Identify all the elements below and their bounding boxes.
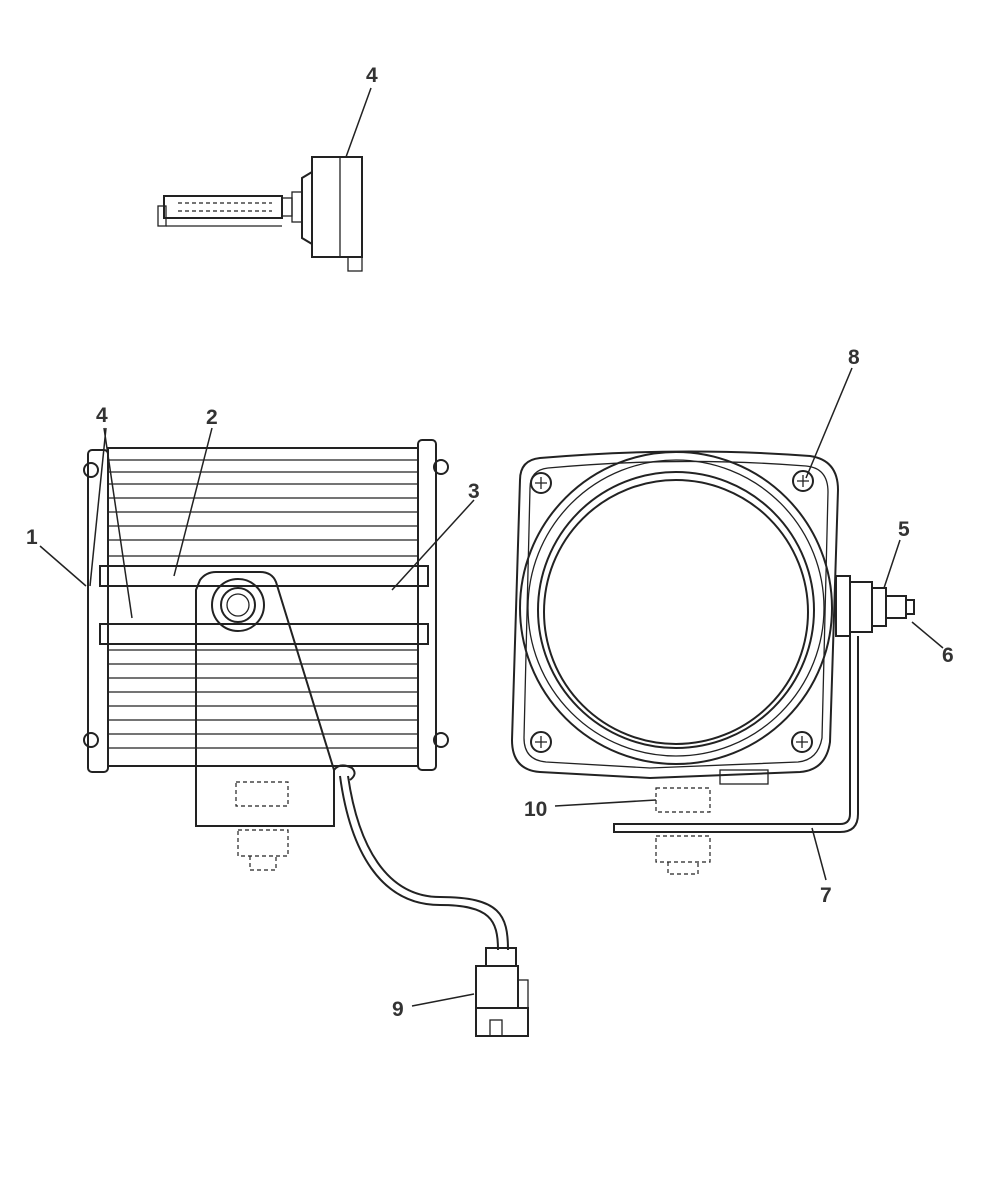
- callout-corner-screw: 8: [848, 346, 860, 369]
- callout-bulb: 4: [366, 64, 378, 87]
- side-view-lamp: [83, 439, 509, 951]
- callout-bolt: 10: [524, 798, 547, 821]
- callout-labels: 4 1 4 2 3 8 5 6 7 9 10: [26, 64, 954, 1021]
- connector-part: [475, 947, 529, 1037]
- callout-nut: 5: [898, 518, 910, 541]
- callout-side-band-top: 2: [206, 406, 218, 429]
- corner-screw-icon: [530, 470, 814, 753]
- bulb-part: [157, 156, 363, 272]
- leader-lines: [39, 87, 944, 1007]
- callout-stud: 6: [942, 644, 954, 667]
- callout-side-lens: 1: [26, 526, 38, 549]
- front-view-lamp: [510, 450, 915, 875]
- callout-side-band-right: 3: [468, 480, 480, 503]
- callout-bracket: 7: [820, 884, 832, 907]
- callout-side-band-left: 4: [96, 404, 108, 427]
- callout-connector: 9: [392, 998, 404, 1021]
